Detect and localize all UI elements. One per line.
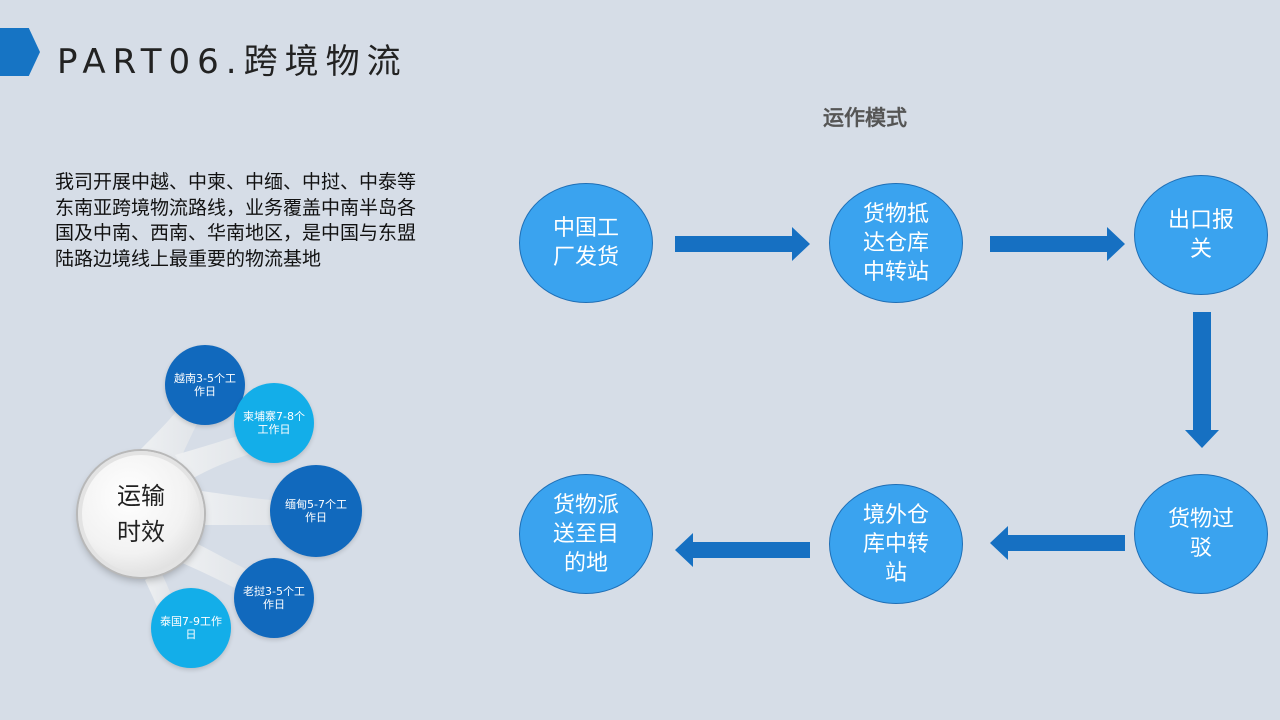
hub-label-line2: 时效 <box>117 518 165 546</box>
arrow-right-1 <box>675 227 810 261</box>
flow-step-delivery-destination: 货物派送至目的地 <box>519 474 653 594</box>
flow-step-label: 货物抵达仓库中转站 <box>862 201 929 285</box>
spoke-laos: 老挝3-5个工作日 <box>234 558 314 638</box>
flow-step-label: 出口报关 <box>1167 208 1234 262</box>
flow-title: 运作模式 <box>823 106 907 130</box>
spoke-label: 缅甸5-7个工作日 <box>285 498 347 524</box>
flow-step-warehouse-transfer: 货物抵达仓库中转站 <box>829 183 963 303</box>
flow-step-overseas-warehouse: 境外仓库中转站 <box>829 484 963 604</box>
flow-step-label: 货物派送至目的地 <box>552 492 619 576</box>
spoke-label: 越南3-5个工作日 <box>174 372 236 398</box>
intro-paragraph: 我司开展中越、中柬、中缅、中挝、中泰等东南亚跨境物流路线，业务覆盖中南半岛各国及… <box>55 171 417 270</box>
flow-step-label: 中国工厂发货 <box>552 216 619 270</box>
hub-label-line1: 运输 <box>117 482 165 510</box>
slide-title: PART06.跨境物流 <box>57 42 408 82</box>
arrow-left-2 <box>675 533 810 567</box>
flow-step-export-customs: 出口报关 <box>1134 175 1268 295</box>
flow-step-label: 货物过驳 <box>1167 507 1234 561</box>
spoke-myanmar: 缅甸5-7个工作日 <box>270 465 362 557</box>
flow-step-china-factory-shipment: 中国工厂发货 <box>519 183 653 303</box>
flow-step-cargo-transfer: 货物过驳 <box>1134 474 1268 594</box>
arrow-right-2 <box>990 227 1125 261</box>
arrow-left-1 <box>990 526 1125 560</box>
spoke-vietnam: 越南3-5个工作日 <box>165 345 245 425</box>
flow-step-label: 境外仓库中转站 <box>862 502 929 586</box>
transit-time-hub: 运输 时效 <box>78 451 204 577</box>
spoke-label: 老挝3-5个工作日 <box>243 585 305 611</box>
spoke-label: 柬埔寨7-8个工作日 <box>243 410 305 436</box>
spoke-label: 泰国7-9工作日 <box>160 615 222 641</box>
spoke-thailand: 泰国7-9工作日 <box>151 588 231 668</box>
spoke-cambodia: 柬埔寨7-8个工作日 <box>234 383 314 463</box>
arrow-down <box>1185 312 1219 448</box>
